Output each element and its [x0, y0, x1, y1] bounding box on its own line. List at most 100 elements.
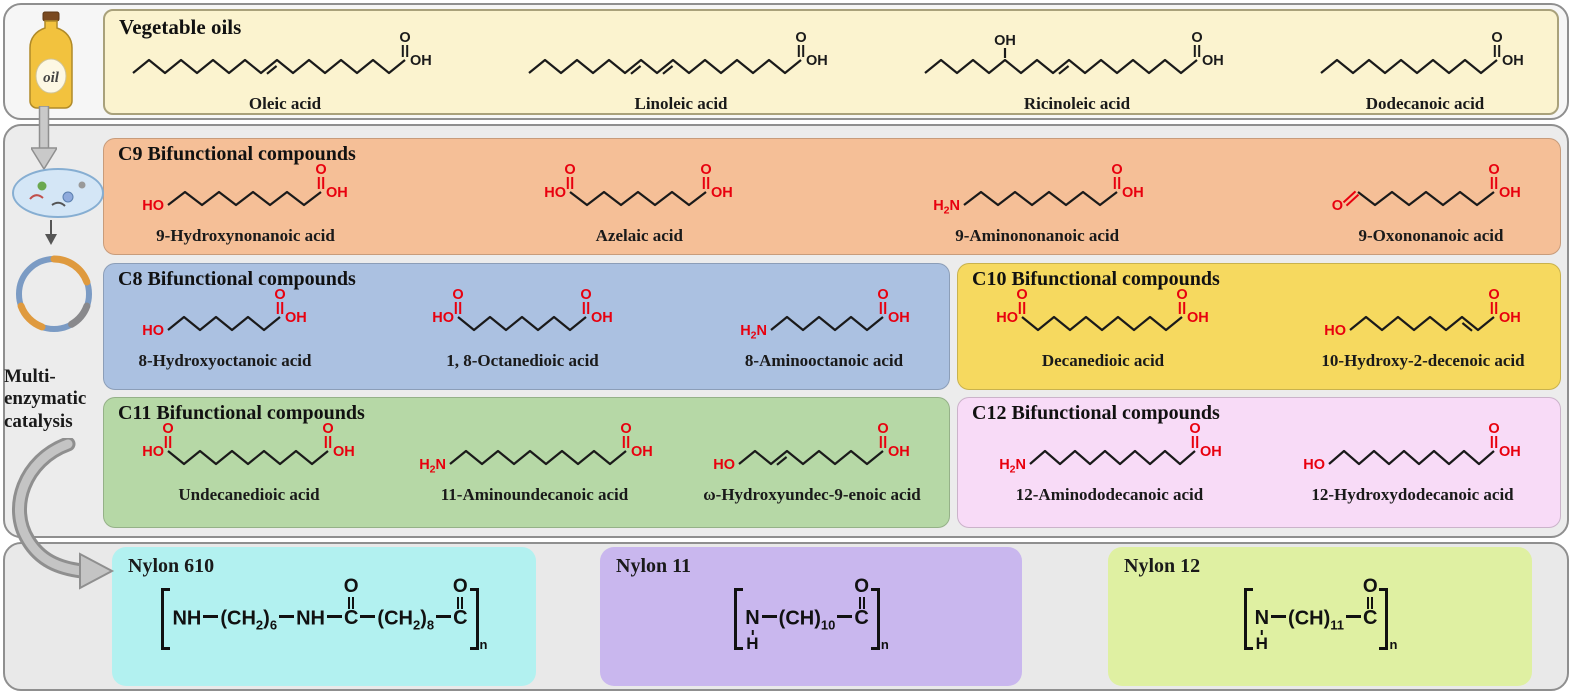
svg-text:HO: HO — [545, 185, 567, 201]
svg-text:O: O — [877, 287, 888, 303]
svg-text:OH: OH — [410, 53, 432, 69]
svg-text:O: O — [1488, 287, 1499, 303]
nylon-title: Nylon 11 — [616, 555, 692, 577]
svg-text:OH: OH — [711, 185, 733, 201]
panel-title: C9 Bifunctional compounds — [118, 143, 356, 165]
compound-name: Dodecanoic acid — [1365, 94, 1485, 113]
panel-title: C8 Bifunctional compounds — [118, 268, 356, 290]
svg-text:H2N: H2N — [999, 457, 1026, 476]
svg-text:OH: OH — [1499, 444, 1521, 460]
svg-text:OH: OH — [1187, 310, 1209, 326]
molecule-structure: OOH HO — [1324, 287, 1521, 339]
curved-arrow — [12, 438, 115, 590]
svg-text:O: O — [580, 287, 591, 303]
svg-text:HO: HO — [1303, 457, 1325, 473]
svg-text:O: O — [162, 421, 173, 437]
molecule-structure: OOH — [1320, 30, 1524, 75]
svg-text:O: O — [274, 287, 285, 303]
svg-text:O: O — [452, 287, 463, 303]
compound-name: 8-Aminooctanoic acid — [744, 351, 904, 370]
svg-text:OH: OH — [1499, 310, 1521, 326]
cell-icon — [12, 168, 104, 218]
svg-text:O: O — [1332, 198, 1343, 214]
svg-text:HO: HO — [713, 457, 735, 473]
svg-text:HO: HO — [1324, 323, 1346, 339]
compound-name: Ricinoleic acid — [1023, 94, 1131, 113]
svg-text:OH: OH — [888, 310, 910, 326]
panel-title: Vegetable oils — [119, 15, 242, 39]
panel-title: C10 Bifunctional compounds — [972, 268, 1220, 290]
compound-name: 12-Aminododecanoic acid — [1015, 485, 1204, 504]
svg-text:OH: OH — [326, 185, 348, 201]
svg-text:O: O — [399, 30, 410, 46]
svg-text:H2N: H2N — [933, 198, 960, 217]
svg-text:OH: OH — [888, 444, 910, 460]
svg-text:OH: OH — [1499, 185, 1521, 201]
svg-text:OH: OH — [1200, 444, 1222, 460]
svg-text:O: O — [315, 162, 326, 178]
compound-name: Undecanedioic acid — [178, 485, 320, 504]
svg-text:O: O — [1189, 421, 1200, 437]
compound-name: Linoleic acid — [634, 94, 728, 113]
svg-text:OH: OH — [806, 53, 828, 69]
compound-name: 11-Aminoundecanoic acid — [440, 485, 629, 504]
compound-name: 1, 8-Octanedioic acid — [446, 351, 599, 370]
svg-text:HO: HO — [142, 323, 164, 339]
compound-name: 9-Aminononanoic acid — [955, 226, 1120, 245]
svg-text:O: O — [1491, 30, 1502, 46]
panel-title: C11 Bifunctional compounds — [118, 402, 365, 424]
compound-name: 9-Oxononanoic acid — [1358, 226, 1504, 245]
compound-name: Azelaic acid — [595, 226, 683, 245]
svg-text:O: O — [1488, 162, 1499, 178]
svg-text:O: O — [1191, 30, 1202, 46]
compound-name: 9-Hydroxynonanoic acid — [156, 226, 335, 245]
svg-text:OH: OH — [333, 444, 355, 460]
svg-text:O: O — [565, 162, 576, 178]
svg-text:O: O — [1111, 162, 1122, 178]
svg-text:O: O — [1176, 287, 1187, 303]
svg-text:OH: OH — [1122, 185, 1144, 201]
svg-text:OH: OH — [1202, 53, 1224, 69]
compound-name: Oleic acid — [248, 94, 322, 113]
svg-text:H2N: H2N — [740, 323, 767, 342]
svg-text:OH: OH — [591, 310, 613, 326]
svg-text:HO: HO — [142, 444, 164, 460]
oil-bottle-icon: oil — [29, 11, 73, 109]
oil-bottle-label: oil — [43, 70, 60, 86]
svg-text:O: O — [795, 30, 806, 46]
compound-name: Decanedioic acid — [1041, 351, 1165, 370]
